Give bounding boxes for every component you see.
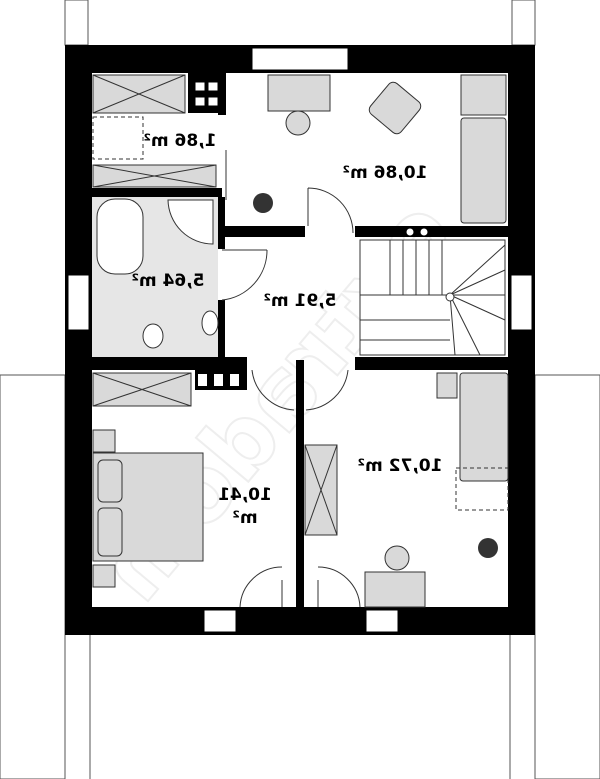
room-area-bedroom-left-unit: m² (232, 508, 257, 528)
door-swings (221, 150, 361, 608)
room-area-bedroom-left-number: 10,41 (218, 485, 272, 505)
sink (201, 310, 219, 336)
toilet (142, 323, 164, 349)
room-area-wardrobe: 1,86 m² (143, 131, 216, 151)
shower (167, 199, 214, 245)
bed-bottom (459, 372, 509, 482)
stool (285, 110, 311, 136)
desk (267, 74, 331, 112)
room-area-bathroom: 5,64 m² (131, 271, 204, 291)
room-area-study: 10,86 m² (343, 163, 428, 183)
staircase (359, 239, 506, 356)
room-area-hall: 5,91 m² (263, 291, 336, 311)
plant-icon (253, 193, 498, 558)
stool (384, 545, 410, 571)
chimney-dot (420, 228, 428, 236)
bathtub (96, 198, 144, 275)
desk (364, 571, 426, 608)
bed-top (460, 117, 507, 224)
furniture (92, 74, 509, 608)
room-area-bedroom-right: 10,72 m² (358, 456, 443, 476)
chimney-dot (406, 228, 414, 236)
armchair (368, 81, 422, 135)
